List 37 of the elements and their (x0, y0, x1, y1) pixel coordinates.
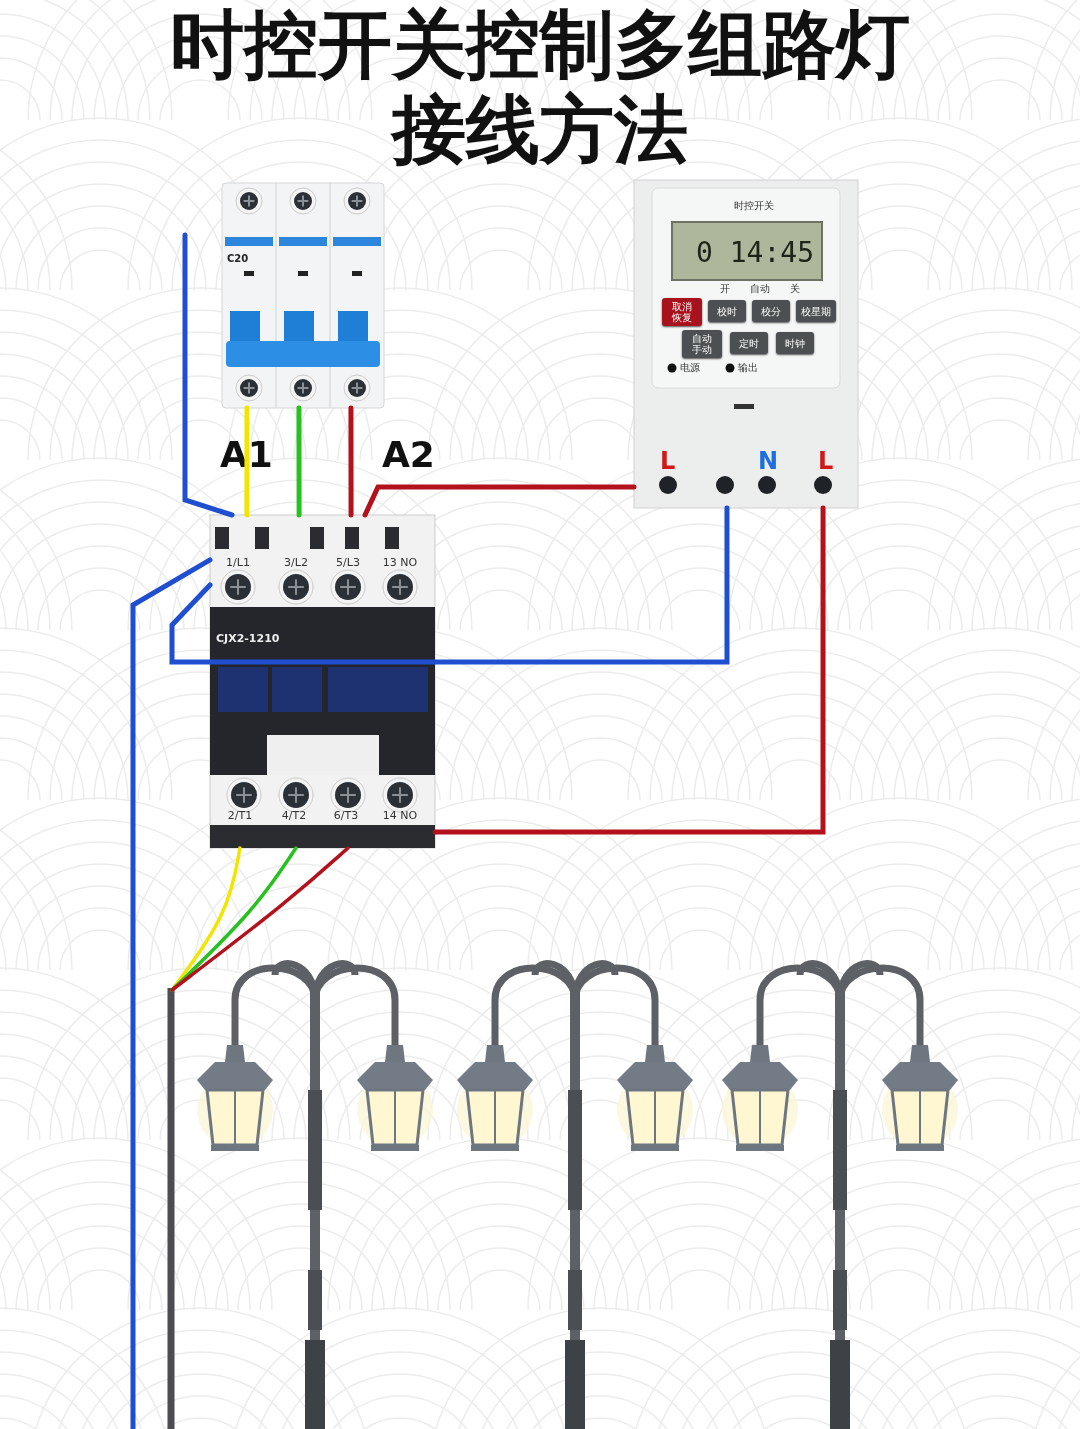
rating-label: C20 (227, 253, 249, 264)
wire (130, 557, 213, 1429)
mode-label: 关 (790, 283, 800, 294)
terminal-label: 2/T1 (226, 810, 254, 823)
terminal-label: 6/T3 (332, 810, 360, 823)
device-label: 时控开关 (734, 200, 774, 211)
indicator-label: 电源 (680, 362, 700, 373)
terminal-label: L (660, 448, 676, 475)
device-button: 取消恢复 (662, 298, 702, 326)
title: 时控开关控制多组路灯接线方法 (170, 2, 910, 173)
wire (348, 405, 354, 518)
terminal-label: L (818, 448, 834, 475)
terminal-label: 5/L3 (335, 557, 361, 570)
mode-label: 自动 (750, 283, 770, 294)
wire (432, 505, 826, 835)
terminal-label: 3/L2 (283, 557, 309, 570)
indicator-label: 输出 (738, 362, 758, 373)
lcd-display: 0 14:45 (695, 234, 815, 271)
device-button: 自动手动 (682, 330, 722, 358)
wire (296, 405, 302, 518)
wire (362, 484, 637, 518)
terminal-label: A2 (382, 435, 435, 475)
device-button: 时钟 (776, 332, 814, 354)
wire (170, 846, 350, 992)
model-label: CJX2-1210 (216, 633, 280, 646)
terminal-label: 4/T2 (280, 810, 308, 823)
terminal-label: 1/L1 (225, 557, 251, 570)
device-button: 校分 (752, 300, 790, 322)
terminal-label: 14 NO (381, 810, 419, 823)
terminal-label: 13 NO (381, 557, 419, 570)
wire (169, 505, 730, 665)
terminal-label: N (758, 448, 779, 475)
device-button: 校时 (708, 300, 746, 322)
mode-label: 开 (720, 283, 730, 294)
wire (182, 232, 235, 518)
device-button: 定时 (730, 332, 768, 354)
device-button: 校星期 (796, 300, 836, 322)
